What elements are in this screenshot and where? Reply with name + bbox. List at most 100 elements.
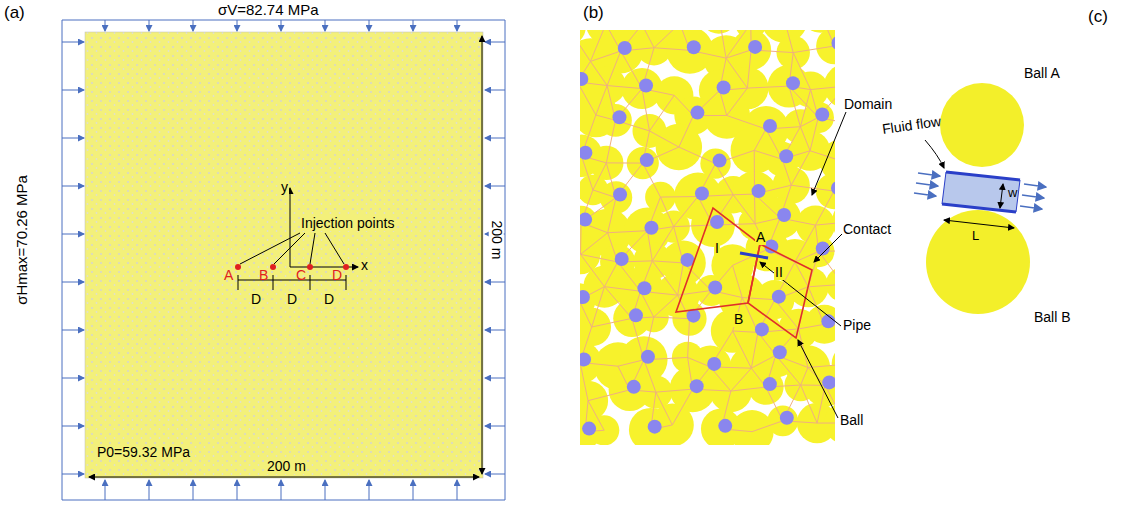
small-ball (755, 322, 769, 336)
small-ball (831, 36, 835, 50)
small-ball (748, 40, 762, 54)
contact-line (791, 185, 834, 191)
load-arrow (105, 480, 106, 500)
contact-line (819, 251, 835, 284)
small-ball (613, 188, 627, 202)
load-arrow (237, 20, 238, 31)
ball (748, 369, 784, 405)
small-ball (639, 79, 653, 93)
small-ball (718, 419, 732, 433)
small-ball (777, 208, 791, 222)
contact-line (608, 231, 648, 233)
ball-label: A (755, 230, 766, 245)
contact-line (608, 198, 616, 233)
load-arrow (281, 20, 282, 31)
callout-label: Ball (840, 413, 863, 428)
contact-line (652, 261, 683, 263)
small-ball (687, 40, 701, 54)
ball (805, 305, 835, 344)
contact-line (815, 191, 834, 225)
load-arrow (237, 480, 238, 500)
load-label: σHmax=70.26 MPa (14, 175, 31, 305)
ball-label: B (733, 312, 744, 327)
contact-line (755, 218, 780, 224)
small-ball (786, 76, 800, 90)
load-line (62, 20, 505, 21)
contact-line (834, 191, 835, 221)
contact-line (731, 387, 766, 391)
contact-line (580, 223, 582, 255)
ball (600, 181, 632, 213)
contact-line (656, 389, 693, 392)
contact-line (654, 295, 678, 317)
contact-line (683, 263, 711, 291)
contact-line (688, 357, 711, 366)
load-arrow (62, 186, 84, 187)
contact-line (733, 194, 754, 196)
small-ball (713, 154, 727, 168)
load-line (62, 20, 63, 500)
contact-line (654, 48, 690, 51)
contact-line (800, 127, 810, 151)
small-ball (615, 252, 629, 266)
load-arrow (62, 234, 84, 235)
load-arrow (413, 20, 414, 31)
contact-line (618, 262, 641, 291)
load-arrow (485, 138, 505, 139)
contact-line (815, 222, 835, 226)
load-arrow (485, 378, 505, 379)
load-arrow (369, 480, 370, 500)
dimension-label: L (972, 229, 979, 243)
contact-line (733, 195, 755, 224)
panel-label: (c) (1088, 8, 1108, 27)
contact-line (784, 30, 793, 53)
small-ball (822, 375, 835, 389)
contact-line (817, 423, 835, 424)
contact-line (580, 30, 590, 61)
contact-line (593, 163, 606, 190)
contact-line (825, 385, 835, 423)
load-arrow (149, 20, 150, 31)
load-arrow (62, 474, 84, 475)
small-ball (763, 119, 777, 133)
load-line (505, 20, 506, 500)
contact-line (621, 51, 642, 89)
contact-line (742, 298, 775, 300)
contact-line (656, 392, 672, 425)
contact-line (798, 329, 807, 368)
callout-label: Injection points (300, 216, 395, 231)
contact-line (607, 86, 642, 89)
load-arrow (457, 20, 458, 31)
small-ball (707, 357, 721, 371)
contact-line (795, 225, 816, 262)
contact-line (754, 150, 782, 159)
contact-line (604, 287, 640, 292)
contact-line (607, 51, 621, 86)
load-arrow (62, 282, 84, 283)
contact-line (654, 317, 690, 319)
dimension-label: D (323, 292, 335, 307)
contact-line (660, 196, 698, 198)
contact-line (618, 360, 644, 366)
point-label: B (259, 268, 268, 283)
contact-line (642, 89, 649, 131)
contact-line (726, 50, 751, 58)
load-arrow (62, 378, 84, 379)
contact-line (606, 120, 615, 163)
small-ball (690, 106, 704, 120)
callout-label: Pipe (843, 318, 871, 333)
small-ball (580, 352, 591, 366)
small-ball (629, 308, 643, 322)
ball (730, 410, 773, 445)
small-ball (815, 107, 829, 121)
dimension-label: D (250, 292, 262, 307)
axis-label: x (360, 258, 369, 273)
callout-label: Contact (843, 222, 891, 237)
flow-label: Fluid flow (881, 114, 942, 137)
contact-line (795, 262, 808, 287)
contact-line (727, 88, 748, 115)
contact-line (580, 82, 596, 115)
contact-line (596, 86, 607, 115)
load-arrow (485, 282, 505, 283)
